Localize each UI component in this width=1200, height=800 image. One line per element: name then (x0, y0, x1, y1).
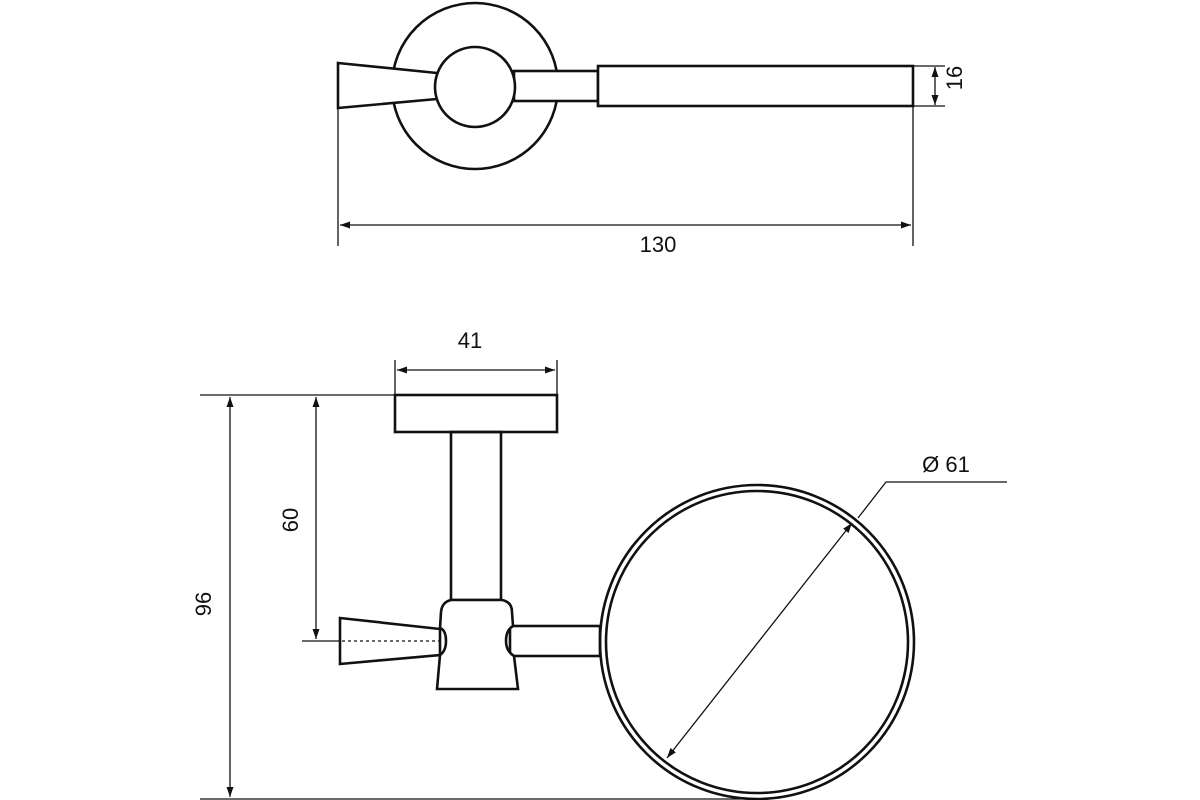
dim-line-diameter (666, 522, 853, 759)
ring-inner (604, 489, 910, 795)
top-rod (512, 69, 600, 103)
top-handle (336, 61, 439, 110)
body-block (435, 598, 520, 691)
dim-label-60: 60 (278, 508, 303, 532)
dim-label-diameter: Ø 61 (922, 452, 970, 477)
dim-label-16: 16 (942, 66, 967, 90)
flange (393, 393, 559, 434)
top-bar (596, 64, 915, 108)
ring-outer (598, 483, 916, 800)
dim-label-130: 130 (640, 232, 677, 257)
top-view: 130 16 (336, 1, 967, 257)
hub-circle (433, 45, 517, 129)
post (449, 430, 503, 602)
side-view: Ø 61 41 60 96 (191, 328, 1007, 800)
side-rod (508, 624, 602, 658)
dim-label-41: 41 (458, 328, 482, 353)
dim-label-96: 96 (191, 592, 216, 616)
